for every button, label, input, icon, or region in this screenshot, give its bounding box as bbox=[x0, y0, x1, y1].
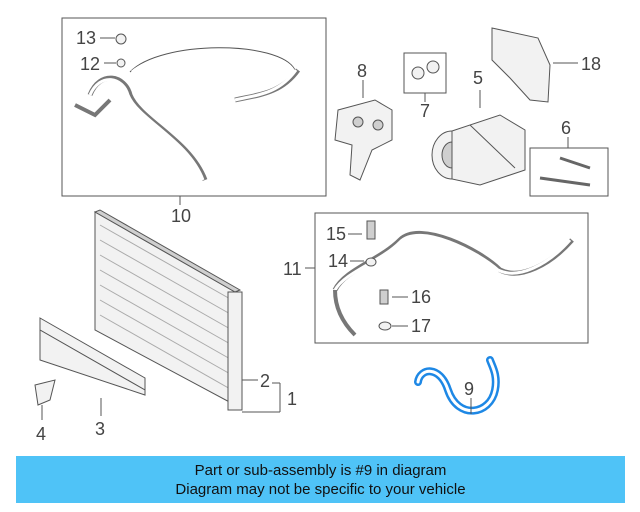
condenser-1 bbox=[93, 209, 281, 413]
bracket-8 bbox=[334, 80, 393, 181]
callout-1: 1 bbox=[287, 389, 298, 409]
callout-6: 6 bbox=[561, 118, 572, 138]
parts-diagram bbox=[34, 17, 609, 420]
callout-14: 14 bbox=[328, 251, 349, 271]
callout-18: 18 bbox=[581, 54, 602, 74]
plug-pair-7 bbox=[403, 52, 447, 102]
callout-7: 7 bbox=[420, 101, 431, 121]
callout-17: 17 bbox=[411, 316, 432, 336]
callout-10: 10 bbox=[171, 206, 192, 226]
callout-15: 15 bbox=[326, 224, 347, 244]
callout-13: 13 bbox=[76, 28, 97, 48]
callout-4: 4 bbox=[36, 424, 47, 444]
compressor-5 bbox=[431, 90, 526, 186]
callout-3: 3 bbox=[95, 419, 106, 439]
callout-2: 2 bbox=[260, 371, 271, 391]
callout-9: 9 bbox=[464, 379, 475, 399]
banner-line-part: Part or sub-assembly is #9 in diagram bbox=[194, 461, 447, 479]
info-banner: Part or sub-assembly is #9 in diagram Di… bbox=[16, 456, 625, 503]
callout-16: 16 bbox=[411, 287, 432, 307]
callout-11: 11 bbox=[283, 259, 302, 279]
banner-line-disclaimer: Diagram may not be specific to your vehi… bbox=[175, 480, 466, 498]
seal-panel-3 bbox=[39, 317, 146, 416]
callout-5: 5 bbox=[473, 68, 484, 88]
highlighted-hose-9 bbox=[414, 356, 500, 415]
bracket-4 bbox=[34, 379, 56, 420]
box-group-11 bbox=[305, 212, 589, 344]
callout-12: 12 bbox=[80, 54, 101, 74]
heat-shield-18 bbox=[491, 27, 578, 103]
bolt-set-6 bbox=[529, 137, 609, 197]
callout-8: 8 bbox=[357, 61, 368, 81]
box-group-10 bbox=[61, 17, 327, 205]
